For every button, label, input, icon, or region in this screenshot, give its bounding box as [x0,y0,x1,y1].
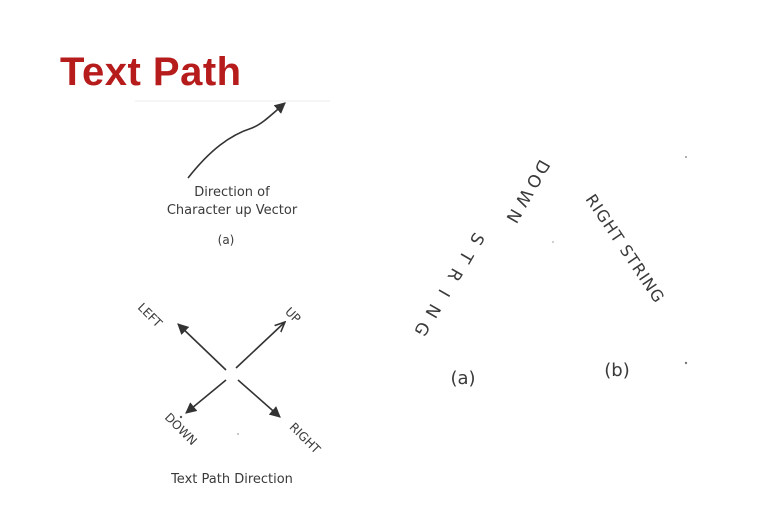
right-string-sublabel: (b) [604,360,629,381]
up-arrow [235,322,285,369]
right-arrow [237,379,281,418]
left-label: LEFT [135,300,165,330]
left-arrow [177,323,227,371]
string-letter-g: G [409,318,433,339]
scan-speck [179,415,183,419]
scan-speck [237,433,239,435]
path-direction-caption: Text Path Direction [170,472,293,487]
right-string-text: RIGHT STRING [582,191,669,307]
string-letter-n: N [420,300,444,321]
scan-speck [685,156,687,158]
up-vector-caption-line2: Character up Vector [167,203,298,218]
down-arrow [185,379,227,414]
text-path-direction-diagram: LEFT UP DOWN RIGHT Text Path Direction [135,300,324,487]
down-string-sublabel: (a) [450,368,475,389]
word-letter-n: N [501,205,525,226]
string-letter-s: S [465,229,488,248]
string-letter-t: T [454,246,477,266]
up-vector-diagram: Direction of Character up Vector (a) [167,102,298,247]
string-letter-r: R [443,264,466,284]
word-letter-w: W [510,185,536,210]
string-letter-i: I [433,285,453,299]
up-vector-caption-line1: Direction of [194,185,270,200]
scan-speck [684,361,688,365]
up-vector-arrow [187,102,286,179]
scan-speck [552,241,554,243]
up-vector-sublabel: (a) [218,233,235,247]
slide-title: Text Path [60,50,242,94]
right-string-diagram: RIGHT STRING (b) [582,191,669,381]
down-string-diagram: D O W N S T R I N G (a) [409,156,553,389]
right-label: RIGHT [287,420,324,457]
